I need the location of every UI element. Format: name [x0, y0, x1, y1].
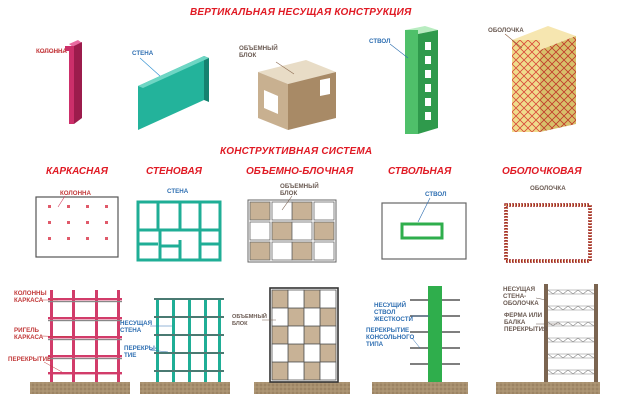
- section-wall-bearing-label: НЕСУЩАЯ СТЕНА: [120, 320, 153, 334]
- frame-section-drawing: [41, 290, 122, 382]
- section-frame-columns-label: КОЛОННЫ КАРКАСА: [14, 290, 47, 304]
- shell-element-drawing: [504, 26, 576, 132]
- shell-element-label: ОБОЛОЧКА: [488, 27, 524, 34]
- shaft-element-label: СТВОЛ: [369, 38, 391, 45]
- block-element-drawing: [258, 60, 336, 130]
- section-shaft-bearing-label: НЕСУЩИЙ СТВОЛ ЖЕСТКОСТИ: [374, 302, 413, 323]
- plan-block-label: ОБЪЕМНЫЙ БЛОК: [280, 183, 319, 197]
- structural-system-title: КОНСТРУКТИВНАЯ СИСТЕМА: [220, 146, 373, 157]
- wall-system-label: СТЕНОВАЯ: [146, 166, 202, 177]
- column-element-drawing: [38, 40, 82, 124]
- shell-plan-drawing: [504, 203, 592, 263]
- section-block-label: ОБЪЕМНЫЙ БЛОК: [232, 314, 267, 327]
- block-section-drawing: [262, 287, 339, 383]
- column-element-label: КОЛОННА: [36, 48, 67, 55]
- plan-wall-label: СТЕНА: [167, 188, 189, 195]
- section-wall-floor-label: ПЕРЕКРЫ- ТИЕ: [124, 345, 157, 359]
- wall-section-drawing: [149, 298, 224, 382]
- block-plan-drawing: [247, 195, 337, 263]
- plan-column-label: КОЛОННА: [60, 190, 91, 197]
- section-shell-bearing-label: НЕСУЩАЯ СТЕНА- ОБОЛОЧКА: [503, 286, 539, 307]
- section-frame-floor-label: ПЕРЕКРЫТИЕ: [8, 356, 52, 363]
- ground-strips: [30, 382, 600, 394]
- vertical-structure-title: ВЕРТИКАЛЬНАЯ НЕСУЩАЯ КОНСТРУКЦИЯ: [190, 7, 412, 18]
- block-element-label: ОБЪЕМНЫЙ БЛОК: [239, 45, 278, 59]
- frame-plan-drawing: [35, 195, 119, 258]
- shaft-system-label: СТВОЛЬНАЯ: [388, 166, 452, 177]
- shell-section-drawing: [535, 284, 598, 382]
- section-frame-girder-label: РИГЕЛЬ КАРКАСА: [14, 327, 44, 341]
- block-system-label: ОБЪЕМНО-БЛОЧНАЯ: [246, 166, 354, 177]
- shaft-section-drawing: [410, 286, 460, 382]
- wall-element-drawing: [138, 56, 209, 130]
- section-shell-truss-label: ФЕРМА ИЛИ БАЛКА ПЕРЕКРЫТИЯ: [504, 312, 548, 333]
- shaft-element-drawing: [389, 26, 438, 134]
- shaft-plan-drawing: [381, 197, 467, 260]
- plan-shell-label: ОБОЛОЧКА: [530, 185, 566, 192]
- wall-element-label: СТЕНА: [132, 50, 154, 57]
- shell-system-label: ОБОЛОЧКОВАЯ: [502, 166, 582, 177]
- plan-shaft-label: СТВОЛ: [425, 191, 447, 198]
- frame-system-label: КАРКАСНАЯ: [46, 166, 108, 177]
- wall-plan-drawing: [136, 200, 222, 262]
- section-shaft-floor-label: ПЕРЕКРЫТИЕ КОНСОЛЬНОГО ТИПА: [366, 327, 415, 348]
